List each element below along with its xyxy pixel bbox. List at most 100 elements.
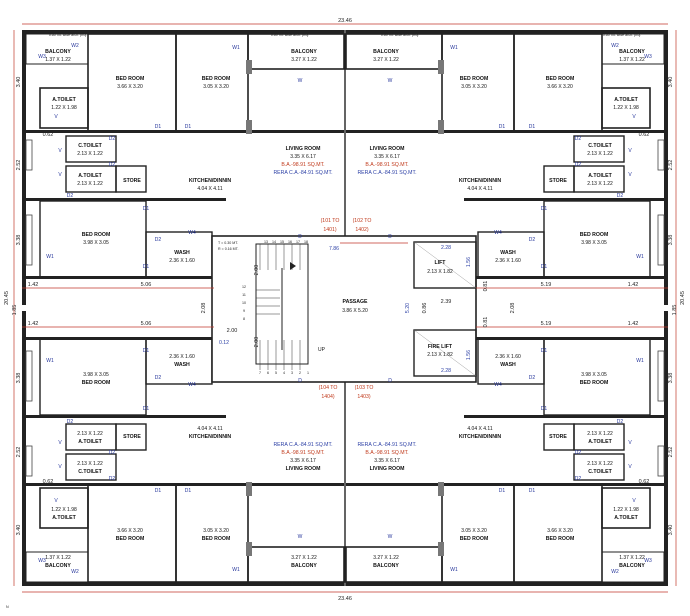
tl-tag-w4: W4	[188, 230, 196, 236]
bl-balcony-size: 1.37 X 1.22	[45, 555, 71, 561]
bl-store-label: STORE	[123, 434, 141, 440]
tr-tag-w4: W4	[494, 230, 502, 236]
tl-balcony-big-label: BALCONY	[291, 49, 317, 55]
bl-tag-d: D	[298, 378, 302, 384]
tr-bedroom2-size: 3.05 X 3.20	[461, 84, 487, 90]
br-tag-d1d: D1	[541, 348, 548, 354]
corner-mark: N	[6, 605, 9, 609]
br-tag-v3: V	[628, 440, 632, 446]
stair-step-7: 7	[259, 371, 261, 375]
stair-step-8: 8	[243, 317, 245, 321]
lift-size: 2.13 X 1.82	[427, 269, 453, 275]
dim-right-340-bot: 3.40	[668, 525, 674, 536]
tl-bedroom1-label: BED ROOM	[116, 76, 145, 82]
bl-bedroom2-label: BED ROOM	[202, 536, 231, 542]
tr-tag-d2c: D2	[617, 193, 624, 199]
tl-atoilet-label: A.TOILET	[52, 97, 76, 103]
tr-tag-w1: W1	[450, 45, 458, 51]
bl-tag-w1: W1	[232, 567, 240, 573]
dim-200-a: 2.00	[227, 328, 238, 334]
br-tag-d1b: D1	[499, 488, 506, 494]
br-kitchen-label: KITCHEN/DINNIN	[459, 434, 502, 440]
flat-104-a: (104 TO	[319, 385, 338, 391]
bl-wash-label: WASH	[174, 362, 190, 368]
bl-kitchen-size: 4.04 X 4.11	[197, 426, 222, 432]
tl-ctoilet-label: C.TOILET	[78, 143, 102, 149]
tl-tag-d1b: D1	[185, 124, 192, 130]
bl-bedroom3-label: BED ROOM	[82, 380, 111, 386]
flat-104-b: 1404)	[321, 394, 335, 400]
bl-balcony-big-label: BALCONY	[291, 563, 317, 569]
flat-101-b: 1401)	[323, 227, 337, 233]
bl-bedroom2-size: 3.05 X 3.20	[203, 528, 229, 534]
tl-balcony-label: BALCONY	[45, 49, 71, 55]
stair-step-14: 14	[272, 240, 276, 244]
tr-tag-d2b: D2	[575, 162, 582, 168]
tl-atoilet-size: 1.22 X 1.98	[51, 105, 77, 111]
bl-tag-w: W	[298, 534, 303, 540]
stair-step-5: 5	[275, 371, 277, 375]
br-tag-w: W	[388, 534, 393, 540]
tr-ctoilet-label: C.TOILET	[588, 143, 612, 149]
dim-left-252-top: 2.52	[16, 160, 22, 171]
dim-786: 7.86	[329, 246, 339, 252]
bl-arch-proj-top: 0.60 mt. wide arch. proj.	[49, 581, 87, 585]
dim-520: 5.20	[405, 303, 411, 313]
bl-tag-d1b: D1	[185, 488, 192, 494]
tr-atoilet2-size: 2.13 X 1.22	[587, 181, 613, 187]
bl-living-size: 3.35 X 6.17	[290, 458, 316, 464]
br-store-label: STORE	[549, 434, 567, 440]
bl-wash-size: 2.36 X 1.60	[169, 354, 195, 360]
tr-ctoilet-size: 2.13 X 1.22	[587, 151, 613, 157]
dim-239: 2.39	[441, 299, 452, 305]
tl-tag-w1: W1	[232, 45, 240, 51]
tl-balcony-size: 1.37 X 1.22	[45, 57, 71, 63]
tr-wash-size: 2.36 X 1.60	[495, 258, 521, 264]
bl-tag-d2d: D2	[155, 375, 162, 381]
br-ba-label: B.A.-98.91 SQ.MT.	[365, 450, 408, 456]
br-arch-proj-top2: 0.60 mt. wide arch. proj.	[381, 581, 419, 585]
stair-riser: R = 0.16 MT.	[218, 247, 239, 251]
bl-bedroom3-size: 3.98 X 3.05	[83, 372, 109, 378]
stair-tread: T = 0.30 MT.	[218, 241, 238, 245]
stair-step-18: 18	[304, 240, 308, 244]
dim-200-b: 2.00	[254, 265, 260, 276]
tl-bedroom2-label: BED ROOM	[202, 76, 231, 82]
bl-rera-label: RERA C.A.-84.91 SQ.MT.	[273, 442, 332, 448]
dim-156-top: 1.56	[466, 257, 472, 267]
br-tag-d2b: D2	[575, 450, 582, 456]
tl-atoilet2-label: A.TOILET	[78, 173, 102, 179]
tl-arch-proj-top2: 0.60 mt. wide arch. proj.	[271, 33, 309, 37]
tr-bedroom3-size: 3.98 X 3.05	[581, 240, 607, 246]
br-bedroom3-label: BED ROOM	[580, 380, 609, 386]
dim-228-top: 2.28	[441, 245, 451, 251]
tl-wash-label: WASH	[174, 250, 190, 256]
dim-228-bot: 2.28	[441, 368, 451, 374]
dim-142-tl: 1.42	[28, 282, 39, 288]
tl-tag-v2: V	[58, 148, 62, 154]
dim-081-top: 0.81	[483, 281, 489, 292]
bl-atoilet-size: 1.22 X 1.98	[51, 507, 77, 513]
bl-bedroom1-size: 3.66 X 3.20	[117, 528, 143, 534]
dim-right-252-bot: 2.52	[668, 447, 674, 458]
bl-ctoilet-size: 2.13 X 1.22	[77, 461, 103, 467]
tr-tag-w1b: W1	[636, 254, 644, 260]
tr-balcony-size: 1.37 X 1.22	[619, 57, 645, 63]
tl-ba-label: B.A.-98.91 SQ.MT.	[281, 162, 324, 168]
tl-tag-d: D	[298, 234, 302, 240]
stair-step-17: 17	[296, 240, 300, 244]
overall-width-top: 23.46	[338, 18, 352, 24]
br-tag-d1c: D1	[541, 406, 548, 412]
tr-bedroom3-label: BED ROOM	[580, 232, 609, 238]
tr-rera-label: RERA C.A.-84.91 SQ.MT.	[357, 170, 416, 176]
flat-101-a: (101 TO	[321, 218, 340, 224]
dim-right-340-top: 3.40	[668, 77, 674, 88]
br-ctoilet-label: C.TOILET	[588, 469, 612, 475]
bl-bedroom1-label: BED ROOM	[116, 536, 145, 542]
fire-lift-label: FIRE LIFT	[428, 344, 453, 350]
dim-208-right: 2.08	[510, 303, 516, 314]
bl-tag-d2c: D2	[67, 419, 74, 425]
dim-142-tr: 1.42	[628, 282, 639, 288]
dim-left-338-top: 3.38	[16, 235, 22, 246]
